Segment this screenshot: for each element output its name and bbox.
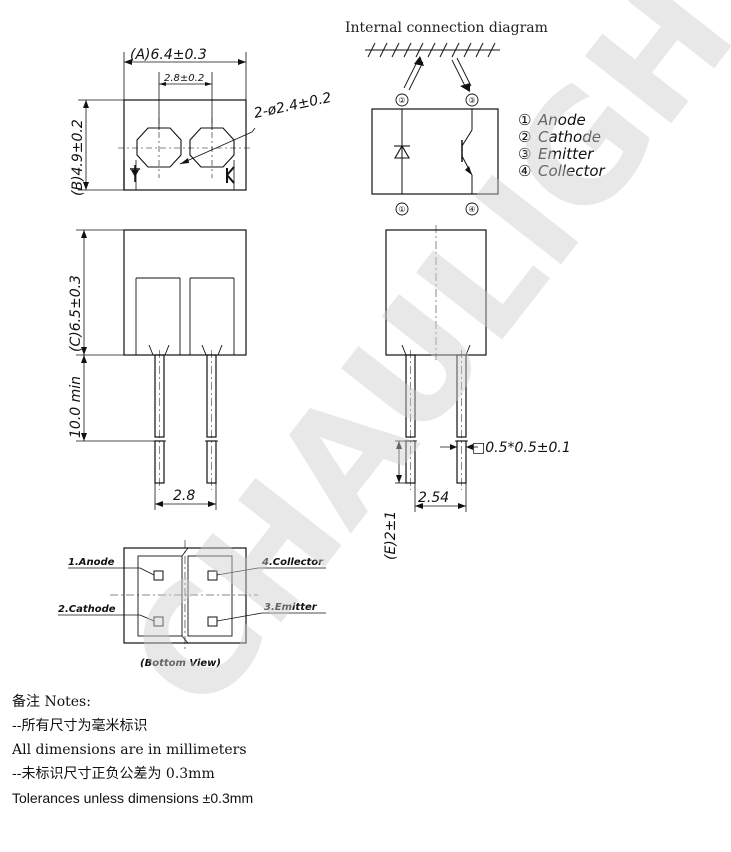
dim-c-label: (C)6.5±0.3 bbox=[68, 275, 84, 352]
dim-pitch-front-label: 2.8 bbox=[173, 488, 195, 504]
legend-name-cathode: Cathode bbox=[538, 128, 601, 146]
pin-legend: ① Anode ② Cathode ③ Emitter ④ Collector bbox=[518, 111, 606, 180]
anode-mark-icon bbox=[130, 165, 140, 182]
notes-section: 备注 Notes: --所有尺寸为毫米标识 All dimensions are… bbox=[12, 690, 712, 810]
dim-lead-square-label: □0.5*0.5±0.1 bbox=[472, 440, 571, 456]
bottom-view: 1.Anode 2.Cathode 3.Emitter 4.Collector … bbox=[58, 540, 326, 669]
notes-heading: 备注 Notes: bbox=[12, 694, 91, 710]
pin-marker-top-right: ③ bbox=[468, 96, 475, 105]
legend-num-4: ④ bbox=[518, 162, 531, 180]
notes-line-tolerance-cn: --未标识尺寸正负公差为 0.3mm bbox=[12, 766, 215, 782]
internal-connection: Internal connection diagram ② ③ bbox=[345, 20, 548, 216]
bottom-label-cathode: 2.Cathode bbox=[58, 604, 116, 615]
dim-pitch-top-label: 2.8±0.2 bbox=[164, 73, 204, 84]
side-view: □0.5*0.5±0.1 2.54 (E)2±1 bbox=[383, 225, 571, 560]
bottom-label-emitter: 3.Emitter bbox=[264, 602, 318, 613]
dim-a-label: (A)6.4±0.3 bbox=[130, 47, 207, 63]
phototransistor-symbol-icon bbox=[461, 129, 473, 176]
legend-num-3: ③ bbox=[518, 145, 531, 163]
front-view: (C)6.5±0.3 10.0 min 2.8 bbox=[68, 229, 247, 510]
notes-line-units-cn: --所有尺寸为毫米标识 bbox=[12, 718, 148, 734]
pin-marker-top-left: ② bbox=[398, 96, 405, 105]
notes-line-units-en: All dimensions are in millimeters bbox=[12, 742, 247, 758]
diode-symbol-icon bbox=[394, 144, 410, 159]
legend-name-collector: Collector bbox=[538, 162, 606, 180]
legend-num-1: ① bbox=[518, 111, 531, 129]
legend-num-2: ② bbox=[518, 128, 531, 146]
dim-e-label: (E)2±1 bbox=[383, 511, 399, 560]
notes-line-tolerance-en: Tolerances unless dimensions ±0.3mm bbox=[12, 790, 254, 806]
bottom-label-anode: 1.Anode bbox=[68, 557, 115, 568]
top-view: (A)6.4±0.3 2.8±0.2 2-ø2.4±0.2 bbox=[70, 47, 333, 196]
legend-name-anode: Anode bbox=[537, 111, 586, 129]
dim-pitch-side-label: 2.54 bbox=[418, 490, 449, 506]
pin-marker-bottom-right: ④ bbox=[468, 205, 475, 214]
dim-hole-label: 2-ø2.4±0.2 bbox=[253, 90, 333, 122]
collector-mark-icon bbox=[226, 166, 235, 184]
dim-b-label: (B)4.9±0.2 bbox=[70, 119, 86, 196]
pin-marker-bottom-left: ① bbox=[398, 205, 405, 214]
internal-diagram-title: Internal connection diagram bbox=[345, 20, 548, 36]
legend-name-emitter: Emitter bbox=[538, 145, 594, 163]
bottom-label-collector: 4.Collector bbox=[261, 557, 324, 568]
bottom-view-caption: (Bottom View) bbox=[140, 658, 221, 669]
dim-lead-length-label: 10.0 min bbox=[68, 376, 84, 438]
